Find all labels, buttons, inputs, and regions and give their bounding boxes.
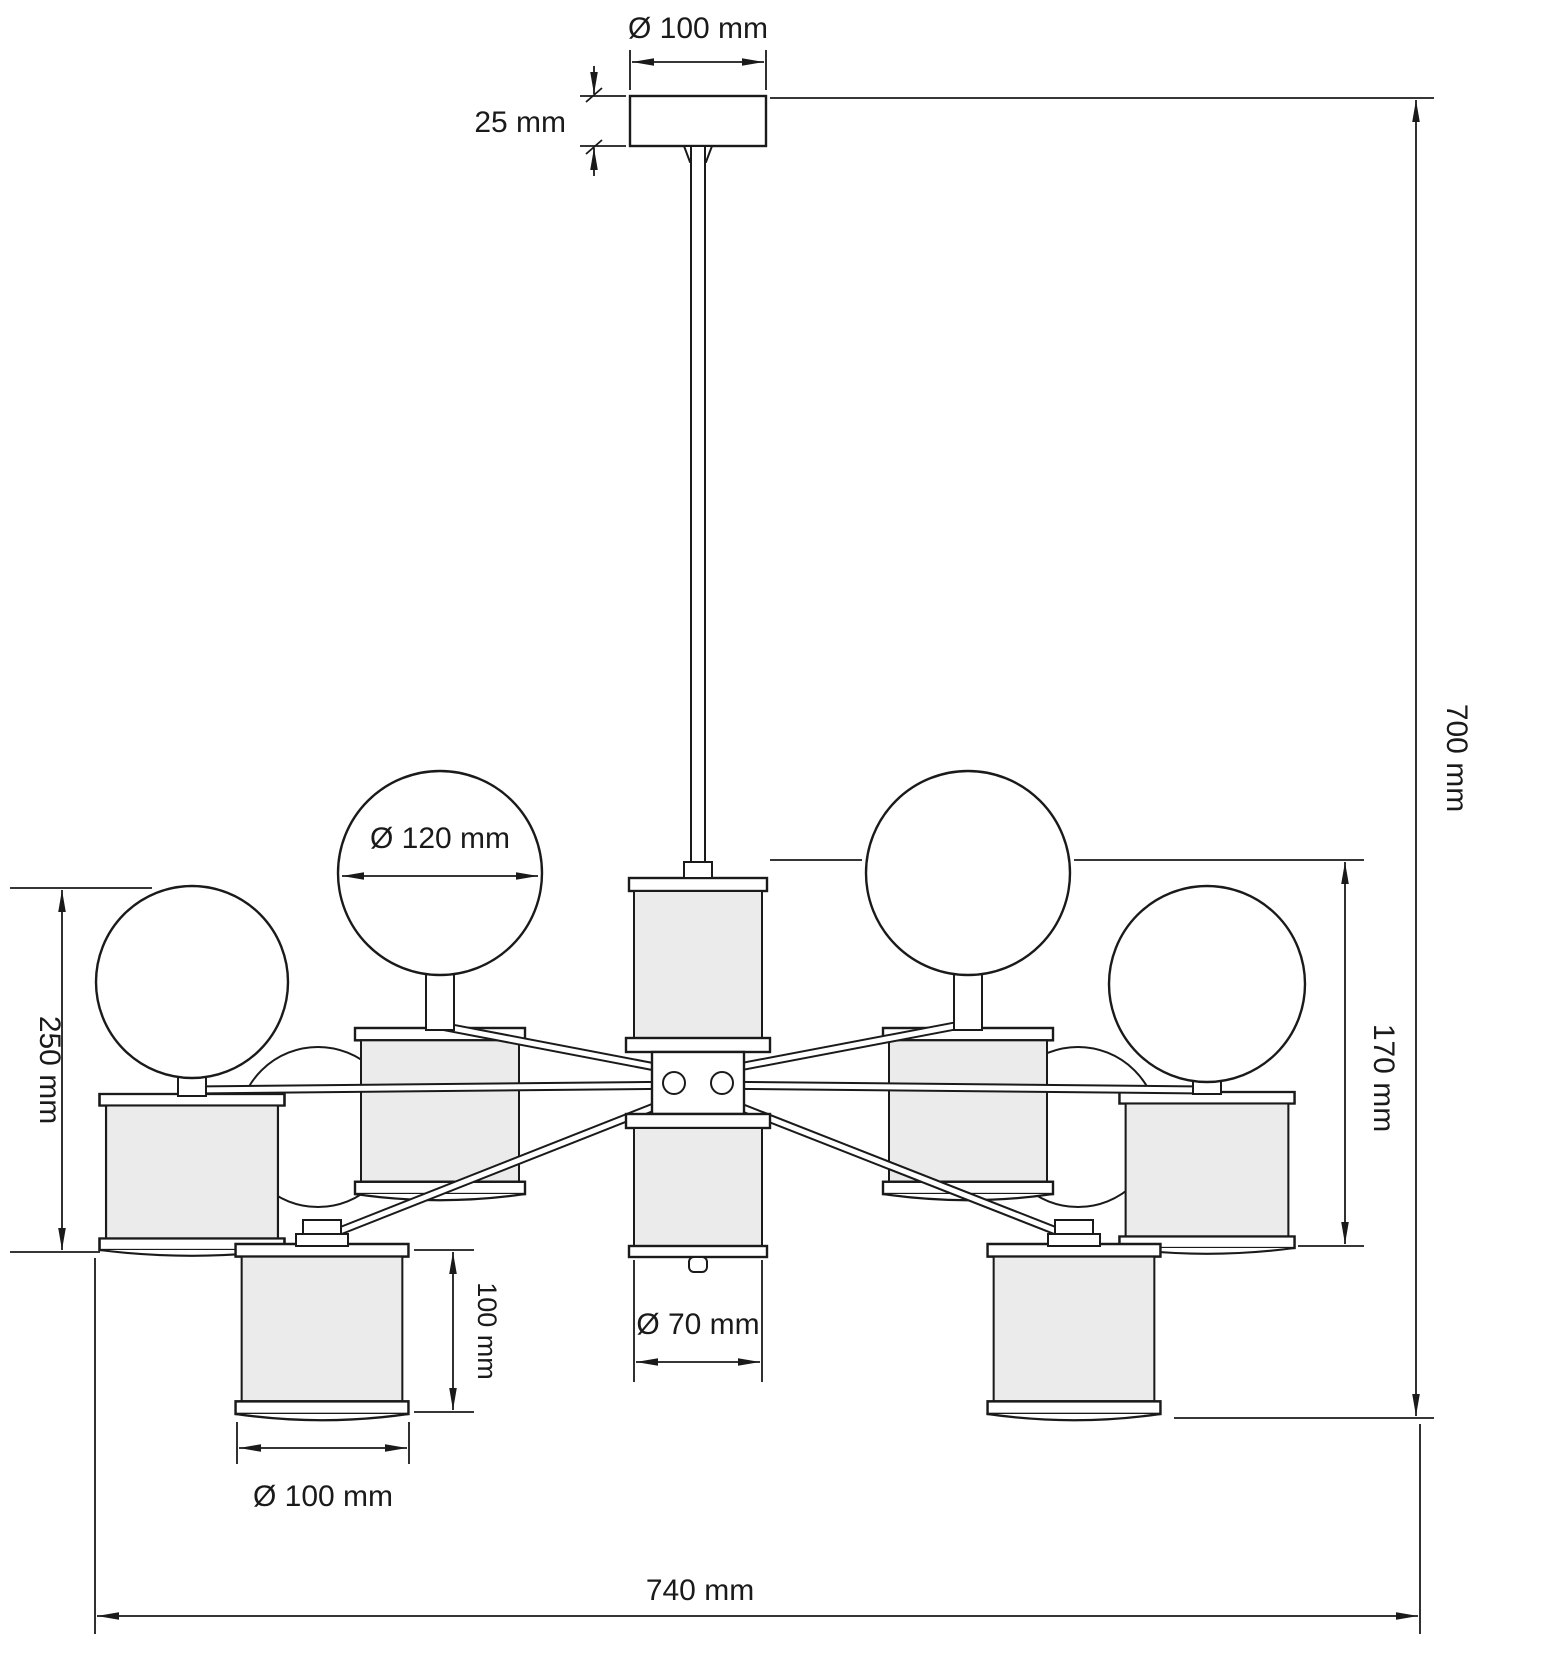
dim-canopy-height-label: 25 mm: [474, 106, 566, 139]
rod-connector: [683, 861, 713, 879]
globe-far-left: [94, 884, 290, 1080]
ceiling-canopy: [628, 94, 768, 148]
stem-right-upper: [953, 968, 983, 1031]
dimension-lines: [10, 50, 1434, 1634]
shade-right-lower: [986, 1242, 1162, 1422]
mount-plate-left-lower: [295, 1233, 349, 1247]
bottom-finial: [688, 1256, 708, 1273]
arm-far-right: [696, 1080, 1204, 1095]
hub-socket-left: [662, 1071, 686, 1095]
central-lower-shade: [633, 1127, 763, 1247]
dim-bottom-shade-diameter-label: Ø 100 mm: [253, 1480, 393, 1513]
central-column: [624, 876, 772, 1273]
dim-total-width-label: 740 mm: [646, 1574, 754, 1607]
shade-far-left: [98, 1092, 286, 1258]
globe-far-right: [1107, 884, 1307, 1084]
dimension-labels: Ø 100 mm 25 mm 700 mm Ø 120 mm 250 mm 17…: [33, 12, 1473, 1607]
dim-shade-assembly-height-label: 170 mm: [1367, 1024, 1400, 1132]
shade-left-upper: [353, 1026, 527, 1202]
dim-lower-shade-height-label: 100 mm: [472, 1282, 502, 1380]
hub-socket-right: [710, 1071, 734, 1095]
dim-globe-diameter-label: Ø 120 mm: [370, 822, 510, 855]
globe-right-upper: [864, 769, 1072, 977]
central-upper-shade: [633, 890, 763, 1039]
central-lower-band: [624, 1112, 772, 1130]
shade-left-lower: [234, 1242, 410, 1422]
dim-canopy-diameter-label: Ø 100 mm: [628, 12, 768, 45]
central-top-cap: [627, 876, 769, 893]
stem-left-upper: [425, 968, 455, 1031]
arm-far-left: [192, 1080, 698, 1095]
canopy-and-rod: [628, 94, 768, 879]
dim-left-height-label: 250 mm: [33, 1016, 66, 1124]
globe-left-upper: [336, 769, 544, 977]
shade-far-right: [1118, 1090, 1296, 1256]
suspension-rod: [690, 145, 706, 863]
dim-total-height-label: 700 mm: [1440, 704, 1473, 812]
dim-center-bottom-diameter-label: Ø 70 mm: [636, 1308, 759, 1341]
mount-plate-right-lower: [1047, 1233, 1101, 1247]
central-upper-band: [624, 1036, 772, 1054]
central-bottom-cap: [627, 1244, 769, 1259]
